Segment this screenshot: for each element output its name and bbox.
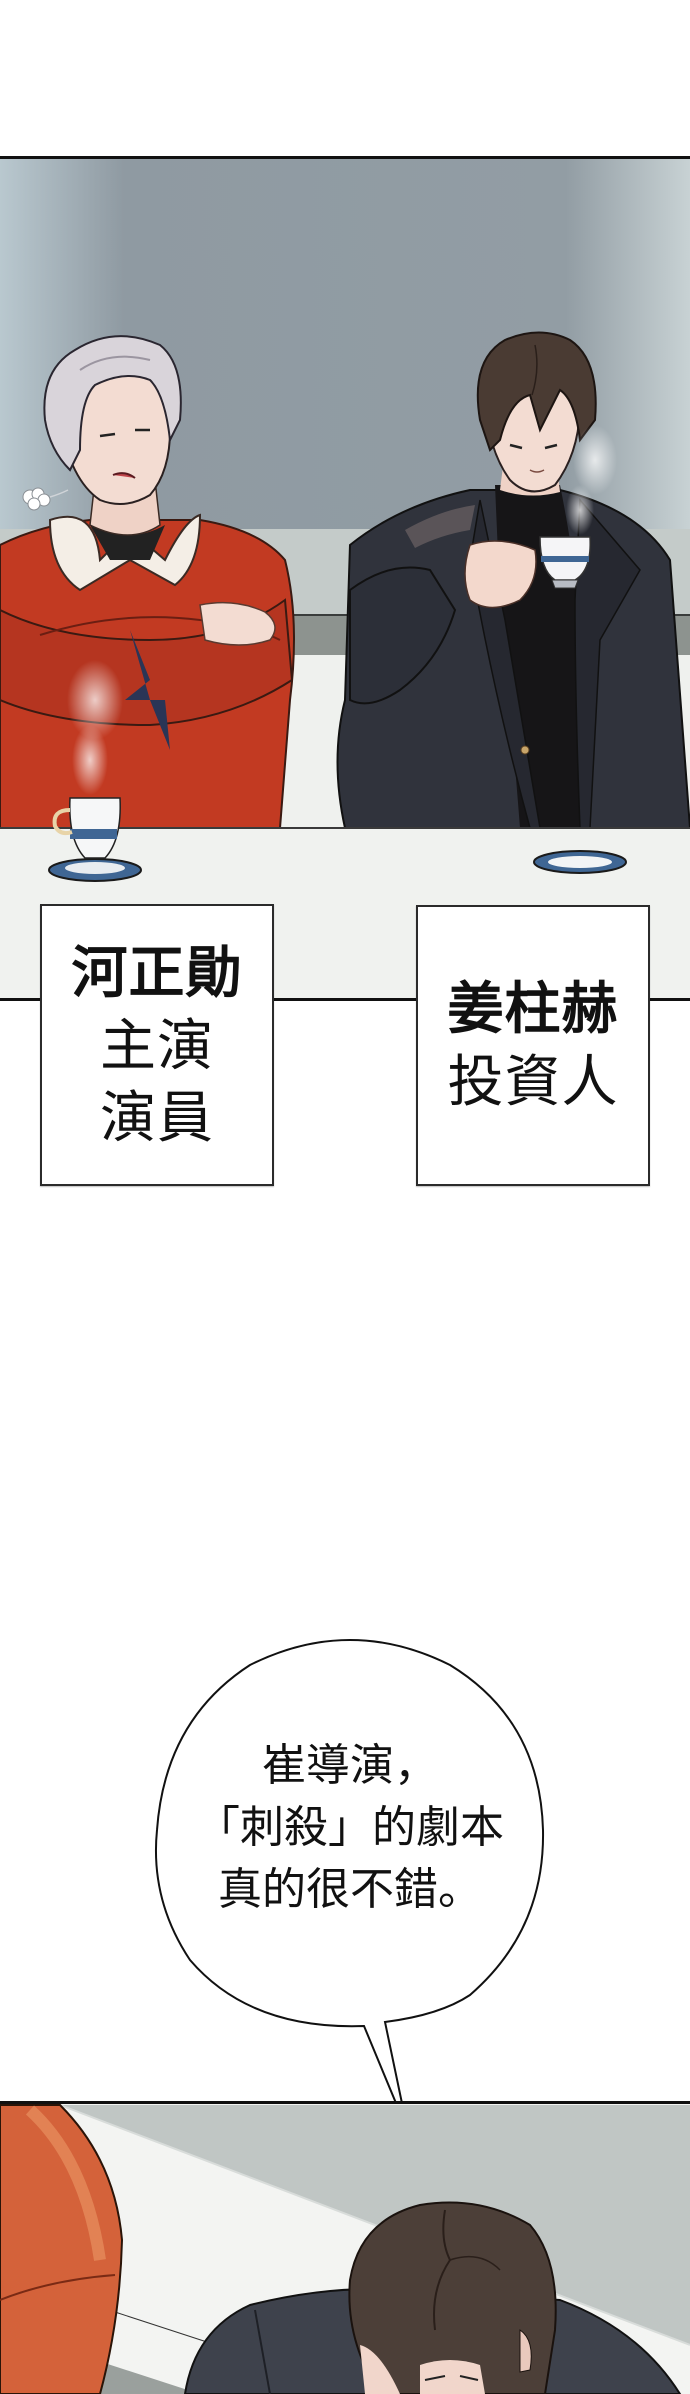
caption-role-line: 主演 xyxy=(100,1013,214,1079)
character-left xyxy=(0,335,295,829)
speech-line: 「刺殺」的劇本 xyxy=(196,1802,504,1853)
speech-bubble-text: 崔導演， 「刺殺」的劇本 真的很不錯。 xyxy=(157,1735,543,1921)
speech-bubble xyxy=(154,1639,545,2133)
teacup-left xyxy=(48,797,142,882)
character-right xyxy=(336,331,690,829)
panel-1-top-border xyxy=(0,156,690,159)
caption-role-line: 投資人 xyxy=(447,1050,619,1115)
speech-line: 崔導演， xyxy=(262,1740,438,1791)
caption-role-line: 演員 xyxy=(100,1085,214,1151)
closeup-illustration xyxy=(0,2102,690,2394)
speech-line: 真的很不錯。 xyxy=(218,1864,482,1915)
panel-3-top-border xyxy=(0,2101,690,2104)
caption-name: 河正勛 xyxy=(71,940,243,1006)
panel-closeup xyxy=(0,2102,690,2394)
tea-scene-illustration xyxy=(0,156,690,1001)
caption-name: 姜柱赫 xyxy=(447,977,619,1042)
panel-1-bottom-border xyxy=(0,998,690,1001)
saucer-right xyxy=(533,850,627,874)
panel-tea-scene xyxy=(0,156,690,1001)
caption-box-ha-jeong-hoon: 河正勛 主演 演員 xyxy=(40,904,274,1186)
caption-box-kang-joo-hyuk: 姜柱赫 投資人 xyxy=(416,905,650,1186)
